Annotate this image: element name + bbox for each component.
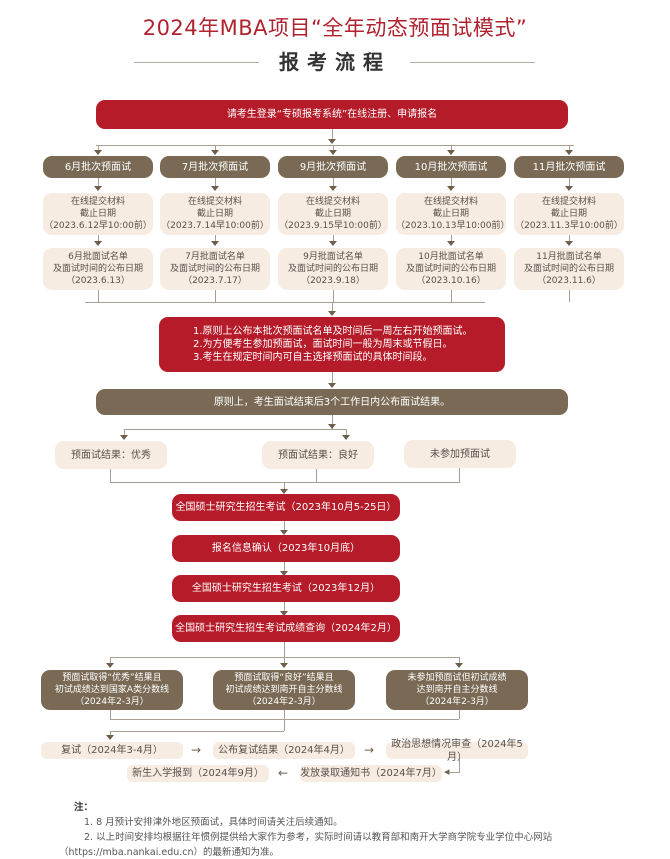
arrow-down-icon (94, 186, 102, 191)
result-good: 预面试结果：良好 (262, 441, 374, 469)
connector (451, 178, 452, 187)
connector (215, 145, 216, 151)
arrow-down-icon (447, 241, 455, 246)
arrow-down-icon (447, 150, 455, 155)
submit-deadline-5: 在线提交材料截止日期（2023.11.3早10:00前） (514, 193, 624, 235)
exam-step-1: 全国硕士研究生招生考试（2023年10月5-25日） (172, 494, 400, 521)
exam-step-3: 全国硕士研究生招生考试（2023年12月） (172, 575, 400, 602)
connector (569, 290, 570, 302)
submit-deadline-4: 在线提交材料截止日期（2023.10.13早10:00前） (396, 193, 509, 235)
step-retest: 复试（2024年3-4月） (41, 742, 183, 759)
result-notice: 原则上，考生面试结束后3个工作日内公布面试结果。 (96, 389, 568, 415)
arrow-right-icon: → (191, 743, 202, 757)
page-subtitle: 报考流程 (279, 50, 391, 74)
connector (333, 178, 334, 187)
title-divider-left (134, 62, 259, 63)
arrow-down-icon (329, 186, 337, 191)
connector (215, 235, 216, 241)
step-publish-results: 公布复试结果（2024年4月） (213, 742, 355, 759)
connector (333, 290, 334, 302)
arrow-down-icon (329, 150, 337, 155)
step-enroll: 新生入学报到（2024年9月） (127, 765, 269, 782)
batch-label-4: 10月批次预面试 (396, 156, 506, 178)
arrow-down-icon (329, 241, 337, 246)
result-excellent: 预面试结果：优秀 (55, 441, 167, 469)
announce-date-4: 10月批面试名单及面试时间的公布日期（2023.10.16） (396, 248, 506, 290)
outcome-not-attended: 未参加预面试但初试成绩达到南开自主分数线（2024年2-3月） (386, 670, 528, 710)
note-1: 1. 8 月预计安排津外地区预面试，具体时间请关注后续通知。 (84, 817, 343, 828)
connector (98, 290, 99, 302)
connector (569, 145, 570, 151)
submit-deadline-1: 在线提交材料截止日期（2023.6.12早10:00前） (43, 193, 153, 235)
outcome-good: 预面试取得“良好”结果且初试成绩达到南开自主分数线（2024年2-3月） (213, 670, 355, 710)
connector (215, 178, 216, 187)
arrow-down-icon (94, 150, 102, 155)
rule-3: 3.考生在规定时间内可自主选择预面试的具体时间段。 (193, 352, 433, 363)
connector (215, 290, 216, 302)
exam-step-2: 报名信息确认（2023年10月底） (172, 535, 400, 562)
connector (451, 235, 452, 241)
arrow-down-icon (211, 150, 219, 155)
connector (451, 290, 452, 302)
submit-deadline-2: 在线提交材料截止日期（2023.7.14早10:00前） (160, 193, 270, 235)
arrow-right-icon: → (364, 743, 375, 757)
step-political-review: 政治思想情况审查（2024年5月） (386, 739, 528, 763)
batch-label-1: 6月批次预面试 (43, 156, 153, 178)
arrow-down-icon (211, 241, 219, 246)
announce-date-5: 11月批面试名单及面试时间的公布日期（2023.11.6） (514, 248, 624, 290)
rule-1: 1.原则上公布本批次预面试名单及时间后一周左右开始预面试。 (193, 326, 473, 337)
title-divider-right (410, 62, 535, 63)
arrow-down-icon (565, 241, 573, 246)
notes-section: 注： 1. 8 月预计安排津外地区预面试，具体时间请关注后续通知。 2. 以上时… (59, 800, 553, 859)
connector (569, 235, 570, 241)
arrow-left-icon: ◂ (444, 765, 450, 778)
register-step: 请考生登录“专硕报考系统”在线注册、申请报名 (96, 100, 568, 129)
rule-2: 2.为方便考生参加预面试，面试时间一般为周末或节假日。 (193, 339, 453, 350)
connector (569, 178, 570, 187)
connector (98, 178, 99, 187)
rules-box: 1.原则上公布本批次预面试名单及时间后一周左右开始预面试。 2.为方便考生参加预… (159, 317, 505, 372)
arrow-down-icon (565, 186, 573, 191)
step-offer-letter: 发放录取通知书（2024年7月） (300, 765, 442, 782)
announce-date-2: 7月批面试名单及面试时间的公布日期（2023.7.17） (160, 248, 270, 290)
arrow-down-icon (447, 186, 455, 191)
connector (451, 145, 452, 151)
arrow-down-icon (211, 186, 219, 191)
arrow-down-icon (94, 241, 102, 246)
note-2: 2. 以上时间安排均根据往年惯例提供给大家作为参考，实际时间请以教育部和南开大学… (84, 832, 553, 843)
connector (333, 145, 334, 151)
exam-step-4: 全国硕士研究生招生考试成绩查询（2024年2月） (172, 615, 400, 642)
submit-deadline-3: 在线提交材料截止日期（2023.9.15早10:00前） (278, 193, 388, 235)
batch-label-2: 7月批次预面试 (160, 156, 270, 178)
notes-heading: 注： (74, 802, 94, 813)
batch-label-3: 9月批次预面试 (278, 156, 388, 178)
announce-date-1: 6月批面试名单及面试时间的公布日期（2023.6.13） (43, 248, 153, 290)
connector (333, 235, 334, 241)
arrow-left-icon: ← (278, 766, 289, 780)
announce-date-3: 9月批面试名单及面试时间的公布日期（2023.9.18） (278, 248, 388, 290)
page-title: 2024年MBA项目“全年动态预面试模式” (142, 16, 528, 40)
arrow-down-icon (565, 150, 573, 155)
note-2-link: （https://mba.nankai.edu.cn）的最新通知为准。 (59, 847, 280, 858)
outcome-excellent: 预面试取得“优秀”结果且初试成绩达到国家A类分数线（2024年2-3月） (41, 670, 183, 710)
connector (98, 235, 99, 241)
batch-label-5: 11月批次预面试 (514, 156, 624, 178)
result-not-attended: 未参加预面试 (404, 440, 516, 468)
connector (98, 145, 99, 151)
